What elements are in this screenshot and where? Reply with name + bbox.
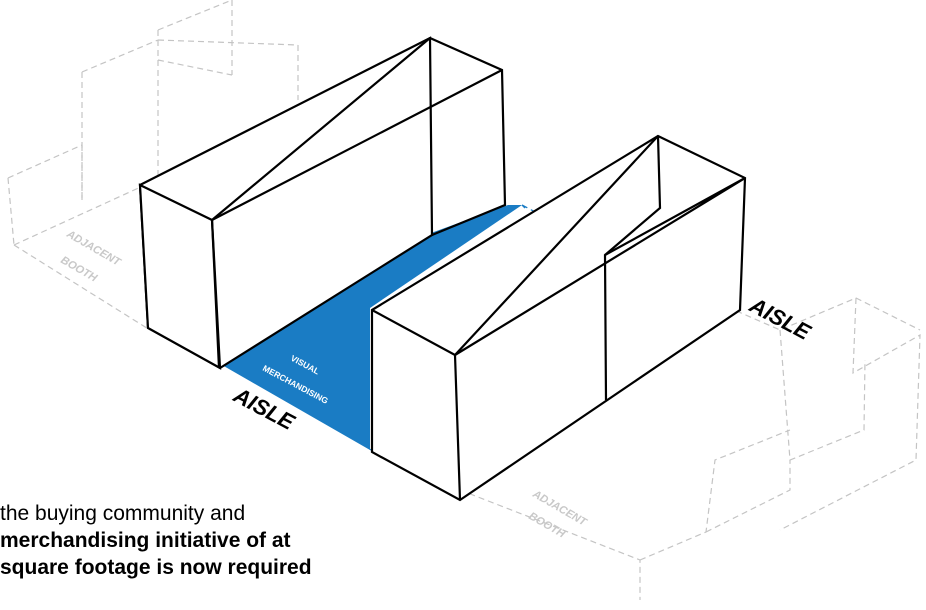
adjacent-booth-left-outline xyxy=(7,0,299,331)
aisle-right-label: AISLE xyxy=(745,292,816,346)
right-booth-box xyxy=(370,134,747,502)
body-line-3: square footage is now required xyxy=(0,556,312,579)
left-booth-box xyxy=(138,36,507,370)
body-line-2: merchandising initiative of at xyxy=(0,529,291,552)
body-line-1: the buying community and xyxy=(0,502,246,525)
body-paragraph: the buying community and merchandising i… xyxy=(0,500,520,581)
adjacent-booth-left-label-line2: BOOTH xyxy=(59,254,100,285)
visual-merchandising-zone xyxy=(222,205,522,450)
